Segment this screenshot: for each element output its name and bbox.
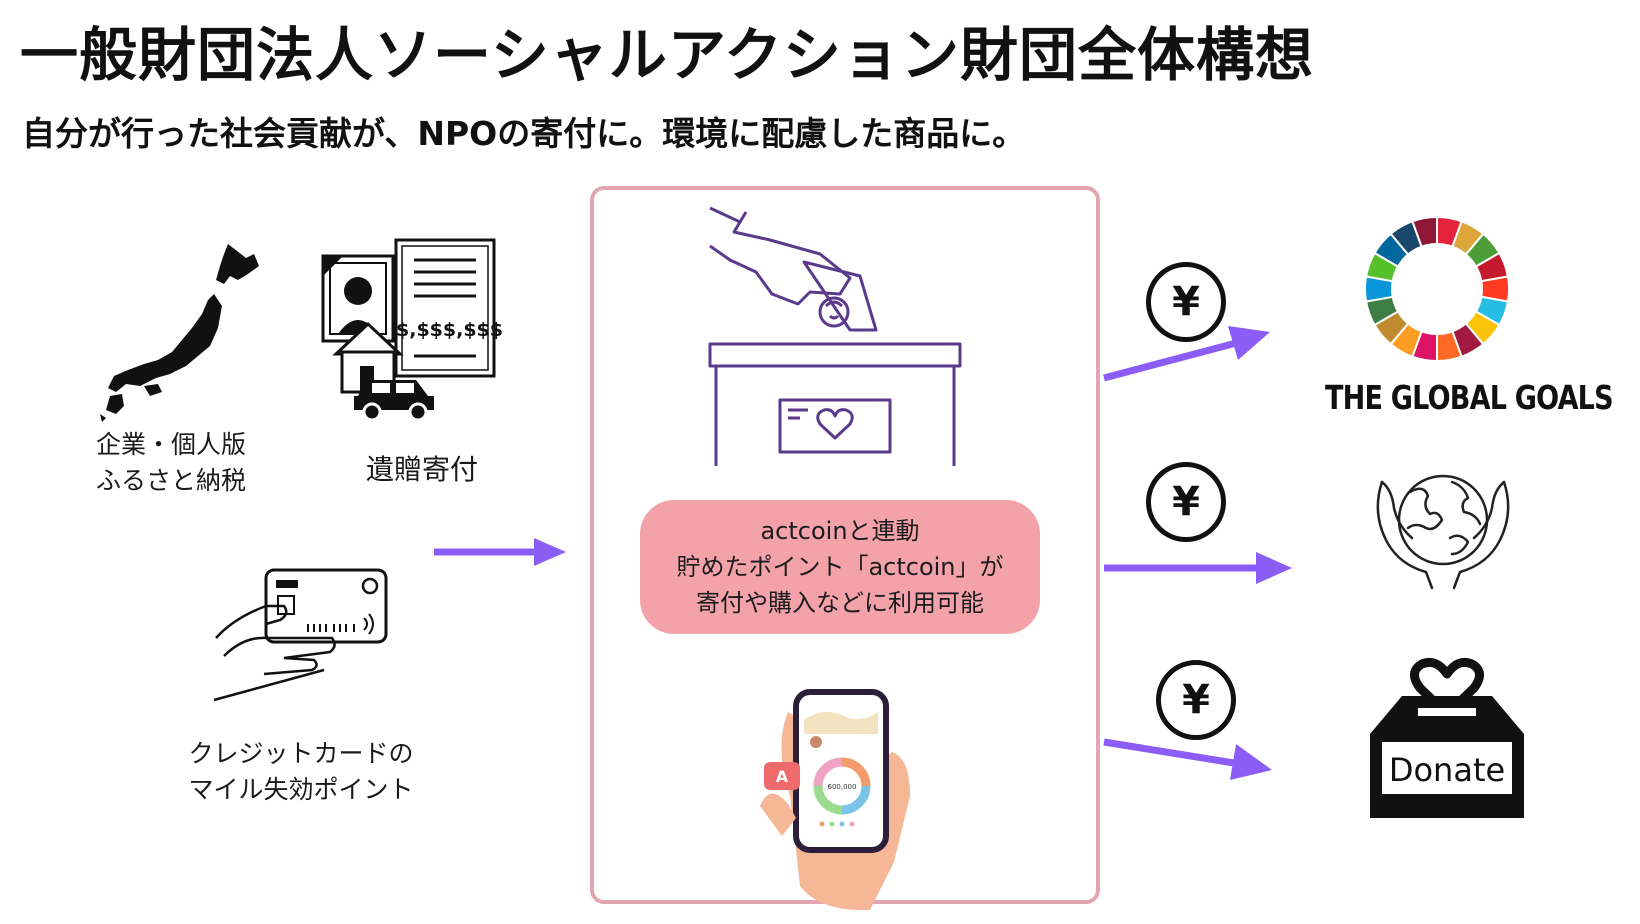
phone-hand-icon: 600,000 A: [760, 689, 910, 911]
donation-hand-box-icon: [708, 206, 962, 466]
hands-holding-earth-icon: [1376, 474, 1510, 590]
actcoin-description: actcoinと連動 貯めたポイント「actcoin」が 寄付や購入などに利用可…: [640, 500, 1040, 634]
bequest-amount-text: $,$$$,$$$: [396, 319, 503, 341]
yen-coin-2: ¥: [1146, 462, 1226, 542]
bequest-label: 遺贈寄付: [366, 453, 479, 486]
actcoin-line3: 寄付や購入などに利用可能: [696, 589, 984, 617]
arrow-to-earth: [1104, 552, 1292, 584]
card-label: クレジットカードの マイル失効ポイント: [172, 736, 430, 808]
page-title: 一般財団法人ソーシャルアクション財団全体構想: [20, 21, 1314, 89]
furusato-label: 企業・個人版 ふるさと納税: [96, 427, 246, 499]
sdg-wheel-icon: [1364, 215, 1510, 363]
donation-box-icon: Donate: [1370, 657, 1524, 818]
global-goals-label: THE GLOBAL GOALS: [1325, 378, 1614, 417]
donate-label: Donate: [1389, 751, 1505, 789]
card-label-line1: クレジットカードの: [188, 739, 414, 768]
japan-map-icon: [100, 244, 259, 422]
furusato-label-line2: ふるさと納税: [96, 466, 247, 495]
yen-coin-1: ¥: [1146, 262, 1226, 342]
page-subtitle: 自分が行った社会貢献が、NPOの寄付に。環境に配慮した商品に。: [22, 114, 1026, 153]
phone-amount-text: 600,000: [828, 783, 857, 791]
actcoin-line1: actcoinと連動: [760, 517, 920, 545]
furusato-label-line1: 企業・個人版: [96, 430, 247, 459]
arrow-to-center: [434, 538, 566, 566]
card-label-line2: マイル失効ポイント: [188, 775, 414, 804]
bequest-documents-icon: $,$$$,$$$: [321, 238, 503, 422]
arrow-to-sdgs: [1103, 326, 1270, 382]
phone-badge-text: A: [776, 767, 789, 786]
credit-card-hand-icon: [213, 568, 388, 702]
actcoin-line2: 貯めたポイント「actcoin」が: [676, 553, 1004, 581]
arrow-to-donate: [1103, 738, 1272, 780]
yen-coin-3: ¥: [1156, 660, 1236, 740]
